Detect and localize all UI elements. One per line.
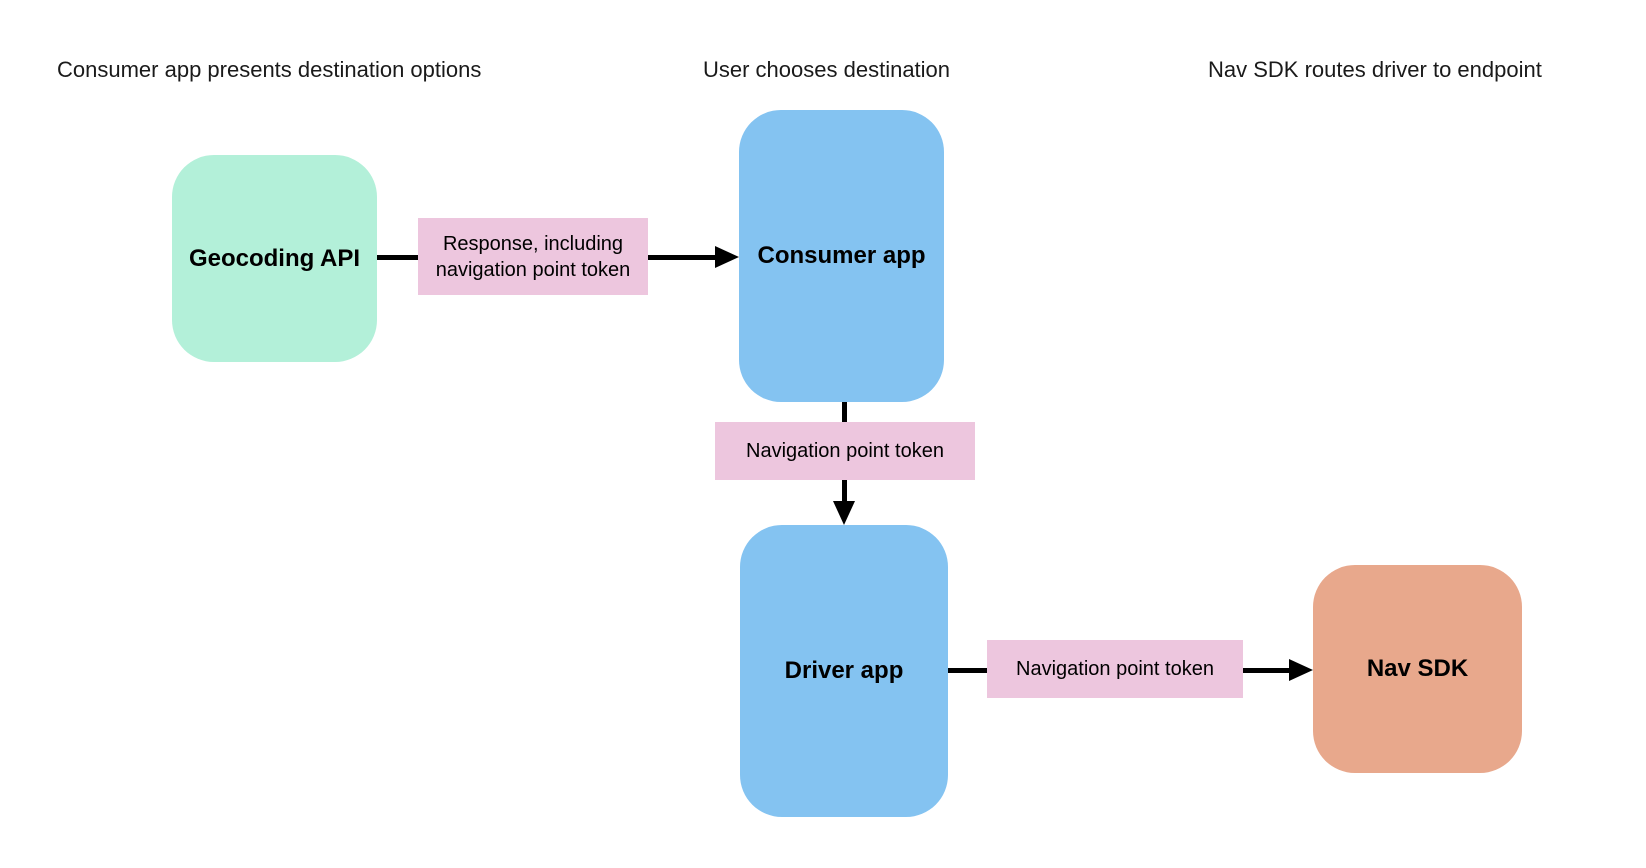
node-driver-app-label: Driver app [784, 657, 904, 684]
arrowhead-right-icon [715, 246, 739, 268]
node-geocoding-api-label: Geocoding API [188, 244, 361, 272]
stage-heading-navsdk-routes: Nav SDK routes driver to endpoint [1208, 57, 1542, 82]
edge-label-response-token-text: Response, including navigation point tok… [435, 232, 631, 281]
edge-label-navigation-point-token-1: Navigation point token [715, 422, 975, 480]
stage-heading-user-chooses: User chooses destination [703, 57, 951, 82]
node-consumer-app-label: Consumer app [757, 242, 926, 269]
edge-label-response-token: Response, including navigation point tok… [418, 218, 648, 295]
arrowhead-down-icon [833, 501, 855, 525]
arrowhead-right-icon [1289, 659, 1313, 681]
node-nav-sdk: Nav SDK [1313, 565, 1522, 773]
edge-label-navigation-point-token-2: Navigation point token [987, 640, 1243, 698]
node-nav-sdk-label: Nav SDK [1366, 655, 1469, 682]
node-consumer-app: Consumer app [739, 110, 944, 402]
node-driver-app: Driver app [740, 525, 948, 817]
edge-label-navigation-point-token-2-text: Navigation point token [1016, 658, 1214, 680]
edge-label-navigation-point-token-1-text: Navigation point token [746, 440, 944, 462]
stage-heading-consumer-presents: Consumer app presents destination option… [57, 57, 482, 82]
node-geocoding-api: Geocoding API [172, 155, 377, 362]
